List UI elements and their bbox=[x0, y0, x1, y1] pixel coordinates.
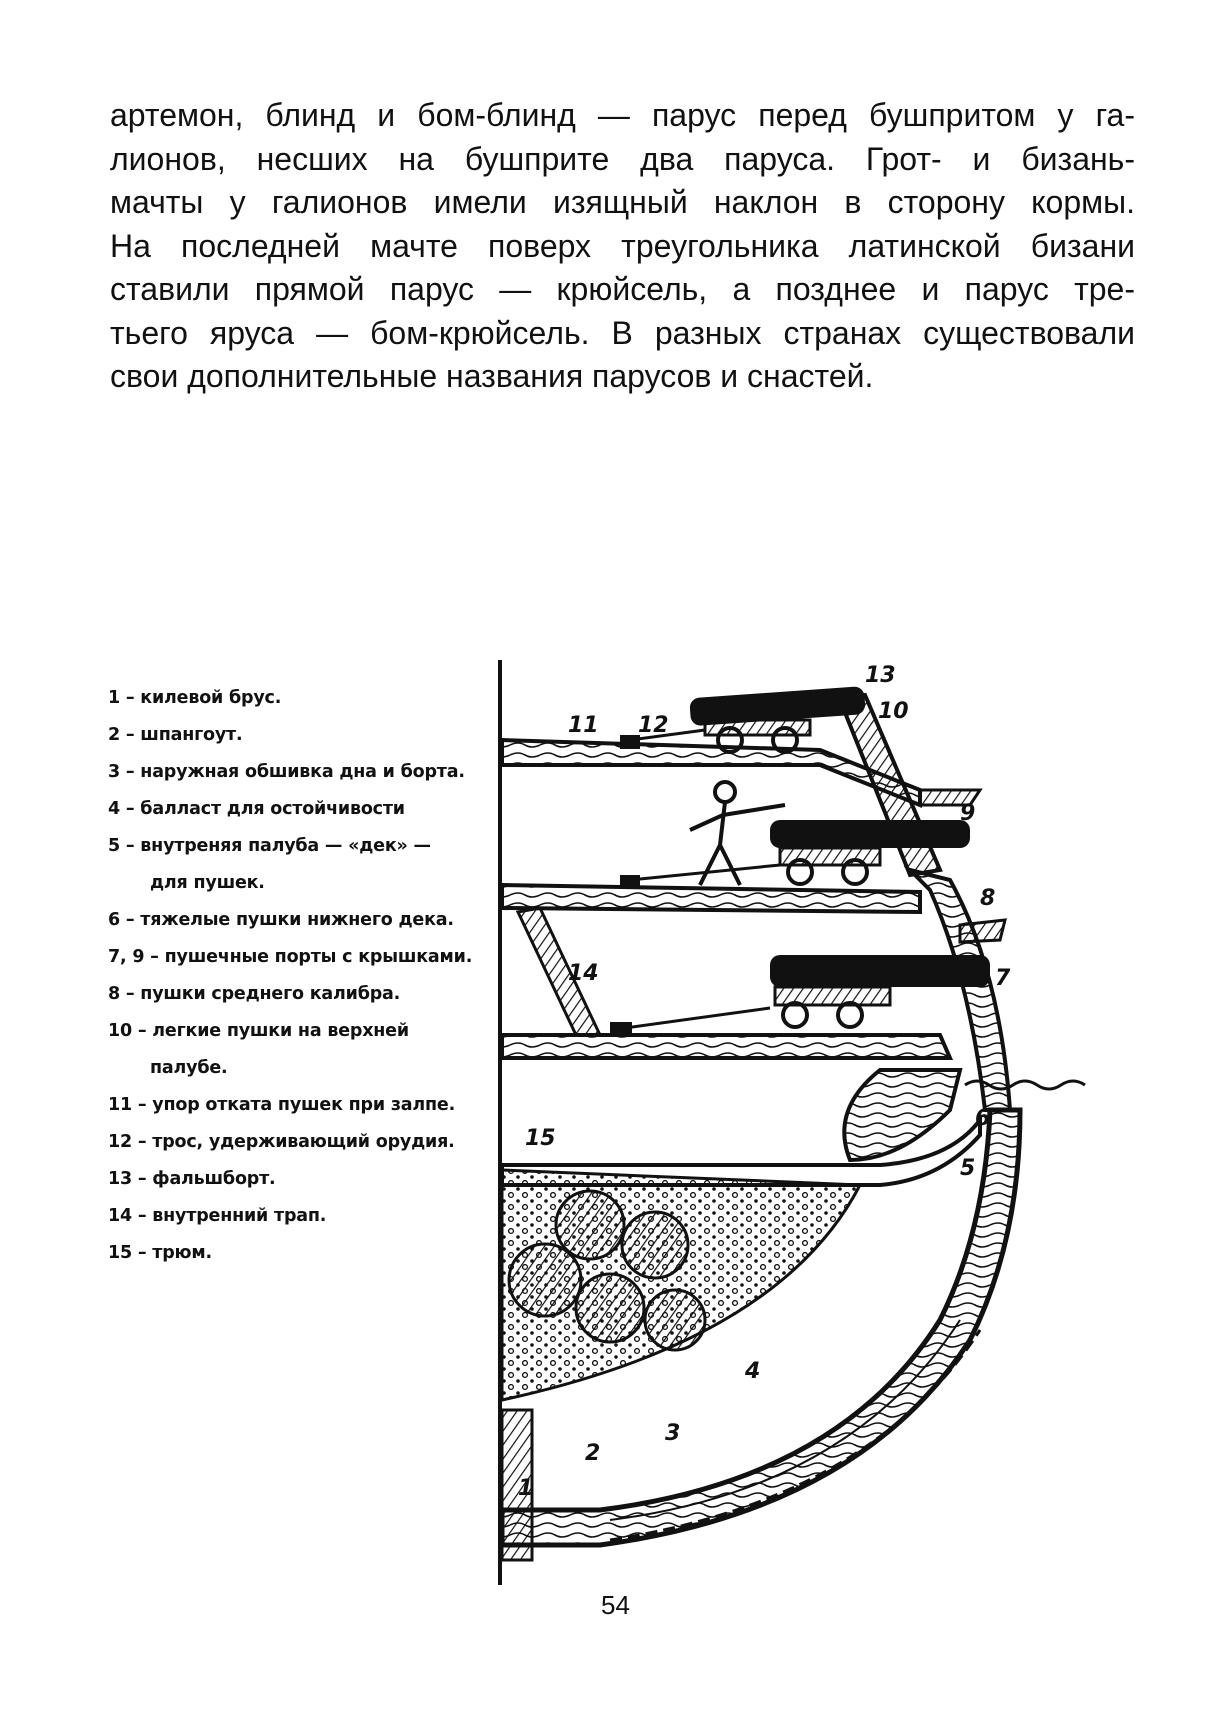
legend-item: 3 – наружная обшивка дна и борта. bbox=[108, 762, 465, 782]
legend-item: 13 – фальшборт. bbox=[108, 1169, 276, 1189]
label-10: 10 bbox=[878, 699, 909, 724]
keel-centerline bbox=[498, 660, 534, 1585]
legend-item: 6 – тяжелые пушки нижнего дека. bbox=[108, 910, 454, 930]
legend-item: 2 – шпангоут. bbox=[108, 725, 243, 745]
label-8: 8 bbox=[980, 886, 995, 911]
legend-item: 10 – легкие пушки на верхней bbox=[108, 1021, 409, 1041]
label-12: 12 bbox=[638, 713, 669, 738]
label-4: 4 bbox=[744, 1359, 760, 1384]
legend-item: 11 – упор отката пушек при залпе. bbox=[108, 1095, 456, 1115]
paragraph-line: ставили прямой парус — крюйсель, а поздн… bbox=[110, 271, 1135, 307]
legend-item: палубе. bbox=[150, 1058, 228, 1078]
cannons bbox=[689, 686, 990, 1029]
internal-ladder bbox=[515, 906, 603, 1037]
legend-item: 4 – балласт для остойчивости bbox=[108, 799, 405, 819]
legend-item: для пушек. bbox=[150, 873, 265, 893]
page-number: 54 bbox=[601, 1590, 630, 1620]
body-paragraph: артемон, блинд и бом-блинд — парус перед… bbox=[110, 94, 1135, 399]
legend-item: 15 – трюм. bbox=[108, 1243, 212, 1263]
light-cannon-upper bbox=[689, 686, 866, 754]
label-13: 13 bbox=[865, 663, 896, 688]
label-6: 6 bbox=[975, 1106, 990, 1131]
gun-ports bbox=[918, 788, 1007, 944]
paragraph-line: лионов, несших на бушприте два паруса. Г… bbox=[110, 140, 1135, 177]
gunner-figure bbox=[689, 780, 786, 886]
legend-item: 1 – килевой брус. bbox=[108, 688, 282, 708]
ship-hull-cross-section-illustration: 13 10 11 12 9 8 7 14 6 5 15 4 3 2 1 bbox=[498, 660, 1086, 1585]
hull-knee bbox=[842, 1068, 963, 1163]
paragraph-line: мачты у галионов имели изящный наклон в … bbox=[110, 184, 1135, 220]
label-11: 11 bbox=[568, 713, 599, 738]
paragraph-line: свои дополнительные названия парусов и с… bbox=[110, 358, 874, 394]
legend-item: 12 – трос, удерживающий орудия. bbox=[108, 1132, 455, 1152]
label-1: 1 bbox=[518, 1476, 533, 1501]
waterline bbox=[964, 1079, 1086, 1091]
legend-item: 7, 9 – пушечные порты с крышками. bbox=[108, 947, 473, 967]
paragraph-line: На последней мачте поверх треугольника л… bbox=[110, 227, 1135, 264]
label-9: 9 bbox=[960, 801, 975, 826]
label-3: 3 bbox=[665, 1421, 680, 1446]
paragraph-line: артемон, блинд и бом-блинд — парус перед… bbox=[110, 97, 1135, 133]
recoil-stops bbox=[610, 728, 781, 1036]
label-14: 14 bbox=[568, 961, 599, 986]
label-5: 5 bbox=[960, 1156, 975, 1181]
label-15: 15 bbox=[525, 1126, 556, 1151]
figure-legend: 1 – килевой брус. 2 – шпангоут. 3 – нару… bbox=[108, 680, 498, 1272]
legend-item: 14 – внутренний трап. bbox=[108, 1206, 327, 1226]
legend-item: 5 – внутреняя палуба — «дек» — bbox=[108, 836, 431, 856]
label-2: 2 bbox=[585, 1441, 600, 1466]
heavy-cannon-lower bbox=[770, 955, 990, 1029]
label-7: 7 bbox=[995, 966, 1011, 991]
medium-cannon-middle bbox=[770, 820, 970, 886]
ballast bbox=[500, 1168, 863, 1402]
legend-item: 8 – пушки среднего калибра. bbox=[108, 984, 401, 1004]
figure-labels: 13 10 11 12 9 8 7 14 6 5 15 4 3 2 1 bbox=[518, 663, 1011, 1501]
paragraph-line: тьего яруса — бом-крюйсель. В разных стр… bbox=[110, 314, 1135, 351]
